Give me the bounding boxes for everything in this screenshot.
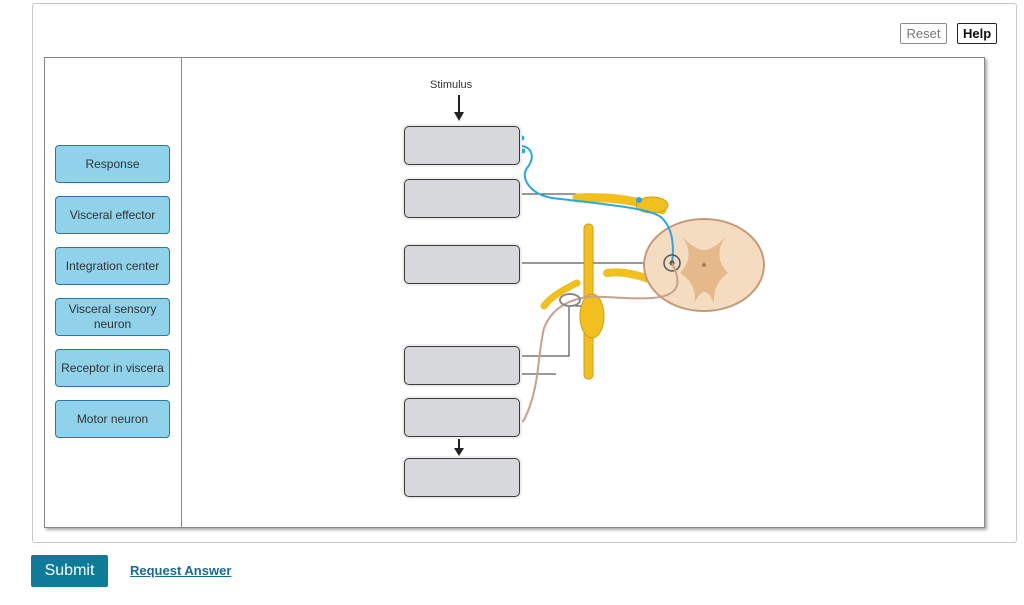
ramus	[540, 279, 581, 310]
drop-target-4[interactable]	[404, 346, 520, 385]
gray-matter	[680, 236, 728, 303]
label-visceral-sensory-neuron[interactable]: Visceral sensory neuron	[55, 298, 170, 336]
request-answer-link[interactable]: Request Answer	[130, 563, 232, 578]
reflex-arc-illustration	[454, 95, 765, 456]
drop-target-3[interactable]	[404, 245, 520, 284]
label-receptor-in-viscera[interactable]: Receptor in viscera	[55, 349, 170, 387]
visceral-loop	[559, 293, 581, 307]
ganglion	[579, 293, 605, 339]
label-visceral-effector[interactable]: Visceral effector	[55, 196, 170, 234]
reflex-arc-diagram: Stimulus	[182, 58, 984, 527]
drop-target-6[interactable]	[404, 458, 520, 497]
label-response[interactable]: Response	[55, 145, 170, 183]
reset-button[interactable]: Reset	[900, 23, 947, 44]
submit-button[interactable]: Submit	[31, 555, 108, 587]
motor-neuron-path	[518, 262, 679, 424]
help-button[interactable]: Help	[957, 23, 997, 44]
label-bank: Response Visceral effector Integration c…	[45, 58, 182, 527]
label-motor-neuron[interactable]: Motor neuron	[55, 400, 170, 438]
labeling-workspace: Response Visceral effector Integration c…	[44, 57, 985, 528]
drop-target-5[interactable]	[404, 398, 520, 437]
stimulus-label: Stimulus	[430, 79, 473, 91]
response-arrow-icon	[454, 437, 464, 456]
sensory-neuron-path	[521, 145, 674, 264]
drop-target-1[interactable]	[404, 126, 520, 165]
drop-target-2[interactable]	[404, 179, 520, 218]
stimulus-arrow-icon	[454, 95, 464, 121]
leader-line-4	[520, 305, 584, 357]
integration-center-marker	[663, 254, 681, 272]
label-integration-center[interactable]: Integration center	[55, 247, 170, 285]
